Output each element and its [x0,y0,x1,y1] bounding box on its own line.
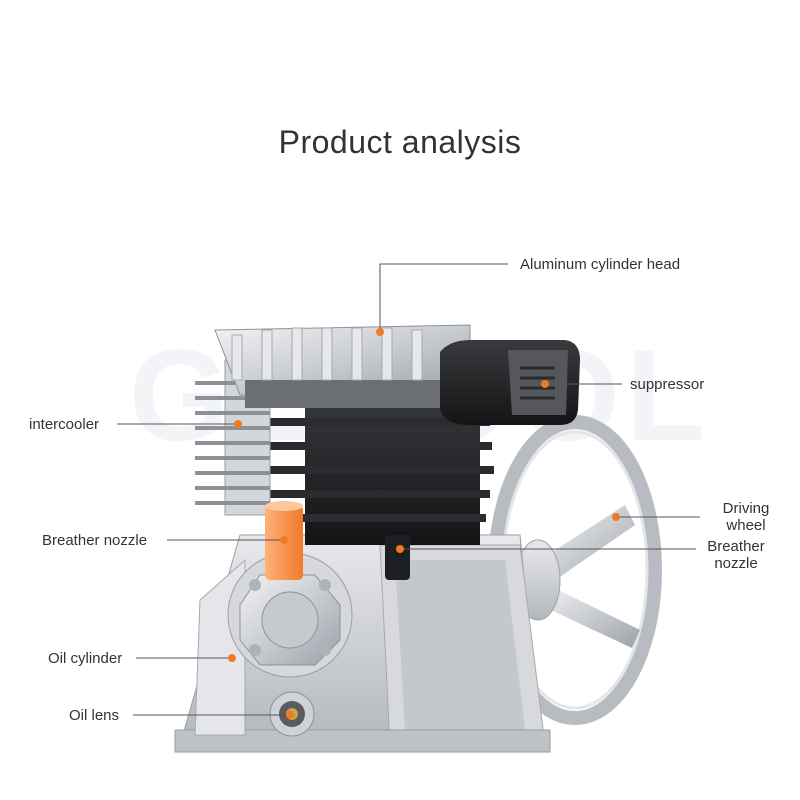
label-aluminum-cylinder-head: Aluminum cylinder head [520,256,681,273]
marker-dots [228,328,620,719]
cylinder-block [268,385,494,545]
label-oil-cylinder: Oil cylinder [48,650,123,667]
label-driving-wheel-line1: Driving [722,500,770,517]
label-driving-wheel-line2: wheel [726,517,766,534]
oil-cylinder [227,552,353,678]
crankcase [174,534,551,753]
cylinder-head [214,324,471,408]
leader-aluminum-cylinder-head [379,263,508,332]
label-oil-lens: Oil lens [69,707,120,724]
label-suppressor: suppressor [630,376,705,393]
label-driving-wheel: Driving wheel [706,500,786,534]
label-intercooler: intercooler [29,416,100,433]
leader-lines [117,263,700,716]
label-breather-nozzle-right-line1: Breather [707,538,765,555]
marker-breather-nozzle-left [280,536,288,544]
marker-oil-lens [286,711,294,719]
page-title: Product analysis [278,124,522,160]
marker-intercooler [234,420,242,428]
marker-suppressor [541,380,549,388]
marker-aluminum-cylinder-head [376,328,384,336]
label-breather-nozzle-right: Breather nozzle [698,538,774,572]
marker-oil-cylinder [228,654,236,662]
marker-breather-nozzle-right [396,545,404,553]
label-breather-nozzle-right-line2: nozzle [714,555,758,572]
suppressor [440,340,580,425]
breather-nozzle-black [385,535,410,580]
label-breather-nozzle-left: Breather nozzle [42,532,148,549]
marker-driving-wheel [612,513,620,521]
